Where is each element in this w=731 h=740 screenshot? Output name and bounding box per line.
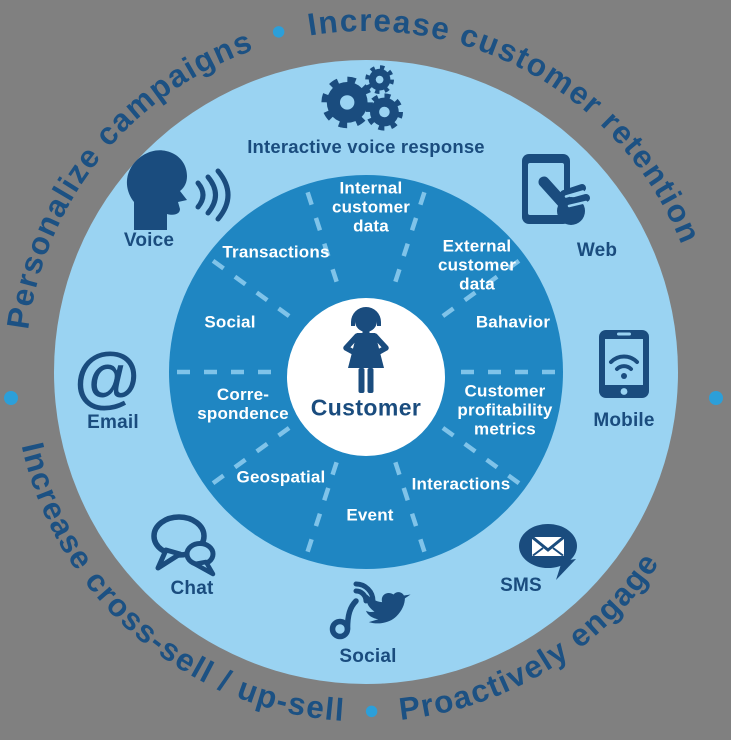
- gears-icon: [321, 65, 404, 131]
- top-separator-dot: •: [267, 9, 293, 55]
- smartphone-wifi-icon: [599, 330, 649, 398]
- speaking-head-icon: [126, 150, 231, 230]
- sms-envelope-icon: [519, 524, 577, 580]
- chat-bubbles-icon: [151, 514, 216, 577]
- woman-icon: [343, 307, 389, 393]
- tablet-hand-icon: [522, 154, 590, 225]
- at-icon: @: [74, 339, 140, 415]
- center-circle: [287, 298, 445, 456]
- social-bird-icon: [329, 581, 411, 640]
- left-separator-dot: [4, 391, 18, 405]
- bottom-separator-dot: •: [364, 689, 380, 733]
- right-separator-dot: [709, 391, 723, 405]
